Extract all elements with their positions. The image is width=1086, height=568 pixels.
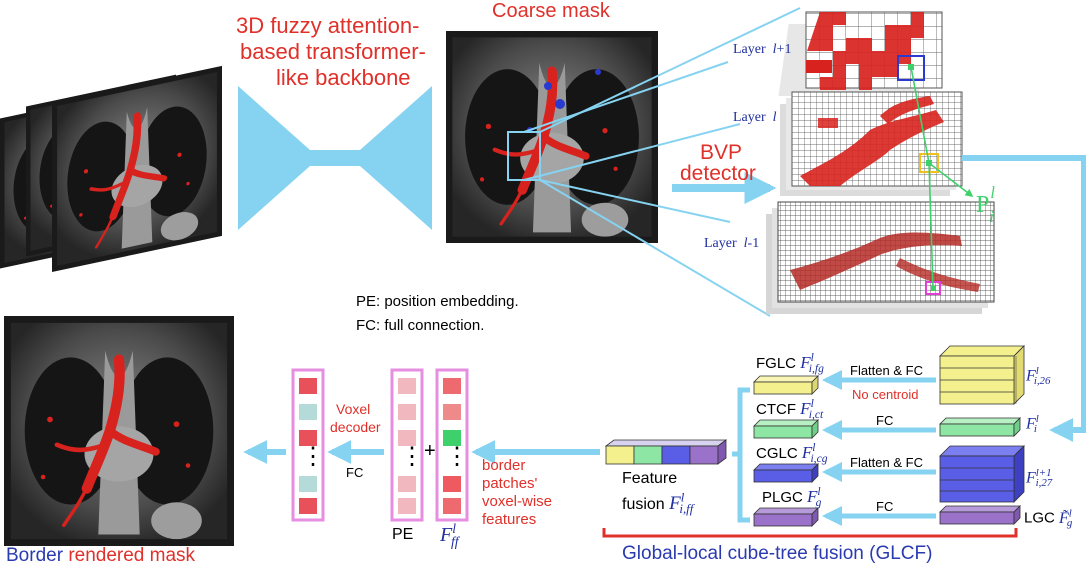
decoder-label-line2: decoder [330, 419, 381, 435]
decoder-label-line1: Voxel [336, 401, 371, 417]
plgc-label: PLGC Flg [762, 485, 822, 509]
pe-vector-label: PE [392, 526, 414, 543]
op-fc1-label: FC [876, 413, 894, 428]
glcf-title: Global-local cube-tree fusion (GLCF) [622, 543, 933, 564]
cglc-label: CGLC Fli,cg [756, 441, 828, 465]
vector-ff [435, 368, 469, 522]
output-caption: Border rendered mask [6, 545, 196, 566]
bar-plgc [753, 507, 819, 527]
pe-dots: ⋮ [400, 443, 424, 470]
backbone-label-line3: like backbone [276, 65, 411, 90]
cube-i [939, 417, 1021, 437]
layer-to-glcf-arrow [962, 155, 1086, 442]
ff-dots: ⋮ [445, 443, 469, 470]
layer-lower-label: Layer l-1 [704, 236, 760, 251]
centroid-connectors [910, 66, 974, 290]
fc-vector-label: FC [346, 465, 364, 480]
plus-sign: + [424, 440, 436, 462]
border-features-line4: features [482, 511, 537, 528]
legend-pe: PE: position embedding. [356, 293, 519, 310]
backbone-label-line1: 3D fuzzy attention- [236, 13, 420, 38]
input27-label: Fl+1i,27 [1026, 467, 1053, 490]
bar-cglc [753, 463, 819, 483]
bars-bracket [737, 387, 750, 523]
vector-pe [390, 368, 424, 522]
backbone-label-line2: based transformer- [240, 39, 426, 64]
bvp-label-line2: detector [680, 162, 756, 185]
cube-26 [939, 345, 1025, 405]
bar-ctcf [753, 419, 819, 439]
layer-lower-grid [766, 201, 995, 314]
glcf-bracket [602, 528, 1018, 538]
feature-fusion-bar [604, 439, 728, 465]
layer-upper-label: Layer l+1 [733, 42, 792, 57]
fusion-label-line1: Feature [622, 470, 678, 487]
no-centroid-label: No centroid [852, 387, 919, 402]
bvp-label-line1: BVP [700, 141, 743, 164]
input-i-label: Fli [1026, 413, 1039, 436]
lgc-label: LGC F̃lg [1024, 507, 1073, 530]
input26-label: Fli,26 [1026, 365, 1051, 388]
op-flatten1-label: Flatten & FC [850, 363, 923, 378]
cube-lgc [939, 505, 1021, 525]
input-ct-stack [0, 66, 222, 272]
coarse-mask-title: Coarse mask [492, 0, 610, 22]
ff-vector-label: Flff [440, 521, 459, 549]
glcf-arrows [822, 370, 936, 526]
border-features-line2: patches' [482, 475, 538, 492]
op-flatten2-label: Flatten & FC [850, 455, 923, 470]
layer-middle-label: Layer l [733, 110, 777, 125]
layer-middle-grid [780, 91, 963, 196]
border-features-line1: border [482, 457, 526, 474]
bar-fglc [753, 375, 819, 395]
fglc-label: FGLC Fli,fg [756, 351, 824, 375]
fusion-label-line2: fusion Fli,ff [622, 489, 694, 517]
op-fc2-label: FC [876, 499, 894, 514]
vector-decoder-output [291, 368, 325, 522]
layer-upper-grid [778, 11, 943, 96]
border-features-line3: voxel-wise [482, 493, 553, 510]
legend-fc: FC: full connection. [356, 317, 485, 334]
cube-27 [939, 445, 1025, 503]
coarse-mask-image [446, 31, 658, 243]
ctcf-label: CTCF Fli,ct [756, 397, 824, 421]
decoder-dots: ⋮ [301, 443, 325, 470]
zoom-lines [523, 7, 801, 317]
output-ct-image [4, 316, 234, 546]
